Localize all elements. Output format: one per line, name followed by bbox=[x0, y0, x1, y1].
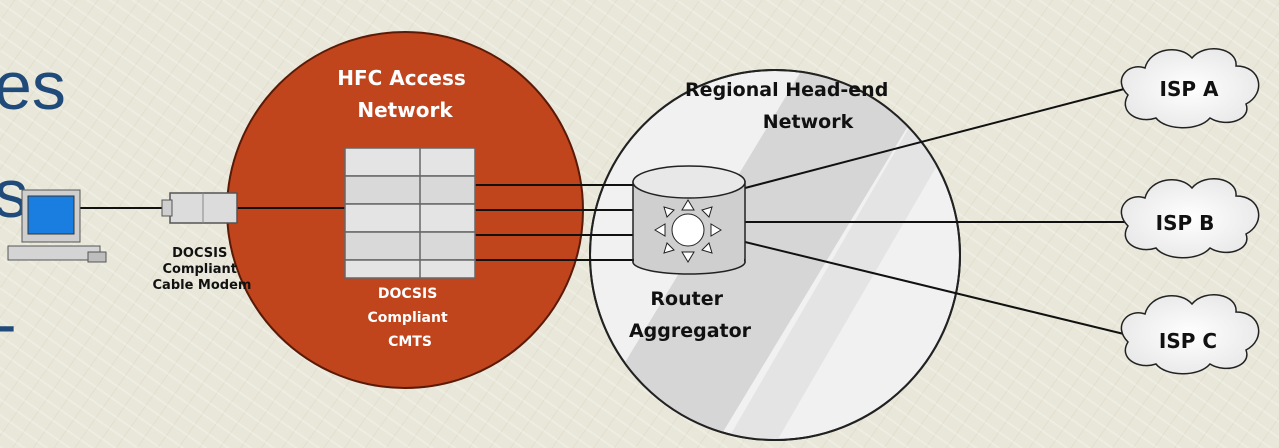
slide-text-fragment-1: es bbox=[0, 48, 66, 124]
modem-label: DOCSIS Compliant Cable Modem bbox=[153, 246, 252, 293]
computer-icon bbox=[7, 189, 107, 263]
regional-network-label: Regional Head-end Network bbox=[685, 79, 895, 133]
slide-text-fragment-3: - bbox=[0, 290, 17, 358]
isp-c-cloud bbox=[1120, 294, 1260, 375]
isp-b-cloud bbox=[1120, 178, 1260, 259]
hfc-network-label: HFC Access Network bbox=[337, 66, 473, 122]
cmts-stack-icon bbox=[344, 147, 476, 279]
cable-modem-icon bbox=[161, 192, 238, 224]
isp-a-label: ISP A bbox=[1160, 77, 1219, 101]
regional-network-circle bbox=[589, 69, 961, 441]
isp-a-cloud bbox=[1120, 48, 1260, 129]
cmts-label: DOCSIS Compliant CMTS bbox=[367, 286, 452, 350]
isp-c-label: ISP C bbox=[1159, 329, 1217, 353]
router-label: Router Aggregator bbox=[629, 288, 752, 342]
connection-lines bbox=[80, 87, 1129, 336]
isp-b-label: ISP B bbox=[1156, 211, 1215, 235]
router-aggregator-icon bbox=[632, 165, 746, 275]
